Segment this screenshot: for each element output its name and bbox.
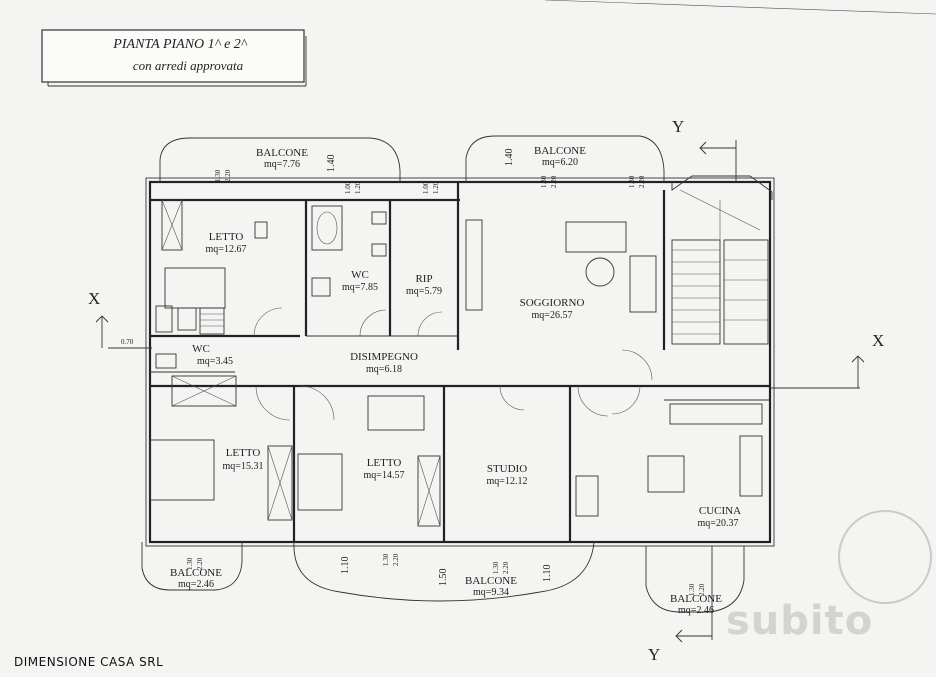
room-name: BALCONE [256, 147, 308, 159]
room-area: mq=12.67 [206, 244, 247, 255]
dimension-label: 2.20 [698, 583, 706, 596]
shower-tray [199, 307, 225, 335]
dimension-label: 1.30 [214, 169, 222, 182]
dimension-label: 0.70 [121, 338, 134, 346]
title-block: PIANTA PIANO 1^ e 2^ con arredi approvat… [41, 29, 307, 87]
armchair [629, 255, 657, 313]
dimension-label: 1.30 [492, 561, 500, 574]
dimension-label: 1.00 [422, 181, 430, 194]
dimension-label: 1.30 [382, 553, 390, 566]
toilet [371, 243, 387, 257]
axis-x-left: X [88, 289, 100, 308]
balcony-bottom-center [293, 541, 595, 602]
company-name: DIMENSIONE CASA SRL [14, 655, 164, 669]
subito-watermark: subito [726, 598, 874, 644]
room-area: mq=15.31 [223, 461, 264, 472]
room-area: mq=9.34 [473, 587, 509, 598]
dimension-label: 2.20 [196, 557, 204, 570]
outer-walls [145, 177, 775, 547]
title-box [41, 29, 305, 83]
room-name: BALCONE [670, 593, 722, 605]
dimension-label: 2.20 [502, 561, 510, 574]
balcony-bottom-left [141, 542, 243, 591]
dimension-label: 1.20 [432, 181, 440, 194]
dimension-label: 1.20 [354, 181, 362, 194]
room-area: mq=6.20 [542, 157, 578, 168]
bathtub [311, 205, 343, 251]
shower [311, 277, 331, 297]
staircase [671, 189, 769, 345]
dimension-label: 1.00 [344, 181, 352, 194]
title-line-2: con arredi approvata [133, 58, 244, 73]
room-name: LETTO [209, 231, 244, 243]
room-area: mq=5.79 [406, 286, 442, 297]
interior-walls [150, 182, 770, 542]
axis-x-right: X [872, 331, 884, 350]
kitchen-counter [739, 435, 763, 497]
balcony-top-left [159, 137, 401, 182]
dining-table [647, 455, 685, 493]
dimension-label: 1.30 [540, 175, 548, 188]
room-area: mq=3.45 [197, 356, 233, 367]
dimension-label: 1.30 [628, 175, 636, 188]
sink [371, 211, 387, 225]
room-area: mq=7.76 [264, 159, 300, 170]
section-axes: X X Y Y [88, 117, 884, 664]
dimension-label: 2.20 [550, 175, 558, 188]
sofa [565, 221, 627, 253]
room-area: mq=20.37 [698, 518, 739, 529]
room-name: DISIMPEGNO [350, 351, 418, 363]
room-area: mq=14.57 [364, 470, 405, 481]
dimension-label: 2.20 [224, 169, 232, 182]
dimension-label: 2.20 [638, 175, 646, 188]
bed [164, 267, 226, 309]
title-line-1: PIANTA PIANO 1^ e 2^ [112, 37, 247, 52]
page-edge-line [544, 0, 936, 15]
room-area: mq=2.46 [178, 579, 214, 590]
room-name: WC [351, 269, 369, 281]
room-name: WC [192, 343, 210, 355]
balcony-bottom-right [645, 546, 745, 613]
chair [254, 221, 268, 239]
balcony-top-right [465, 135, 665, 182]
wardrobe [161, 199, 183, 251]
approval-stamp [838, 510, 932, 604]
room-name: SOGGIORNO [520, 297, 585, 309]
dimension-label: 1.30 [186, 557, 194, 570]
room-area: mq=12.12 [487, 476, 528, 487]
room-area: mq=6.18 [366, 364, 402, 375]
dimension-labels: 1.40 1.40 0.70 1.10 1.50 1.10 1.30 2.20 … [121, 149, 706, 597]
room-name: BALCONE [534, 145, 586, 157]
dimension-label: 1.50 [438, 569, 449, 587]
room-area: mq=2.46 [678, 605, 714, 616]
axis-y-bottom: Y [648, 645, 660, 664]
dimension-label: 1.40 [326, 155, 337, 173]
dimension-label: 1.10 [340, 557, 351, 575]
dimension-label: 1.40 [504, 149, 515, 167]
room-labels: BALCONE mq=7.76 BALCONE mq=6.20 LETTO mq… [170, 145, 741, 616]
stair-bay [671, 175, 773, 200]
room-name: RIP [415, 273, 432, 285]
room-area: mq=26.57 [532, 310, 573, 321]
coffee-table [585, 257, 615, 287]
room-name: LETTO [367, 457, 402, 469]
dimension-label: 2.20 [392, 553, 400, 566]
room-name: CUCINA [699, 505, 741, 517]
axis-y-top: Y [672, 117, 684, 136]
room-name: BALCONE [465, 575, 517, 587]
furniture [149, 199, 763, 527]
room-name: STUDIO [487, 463, 527, 475]
room-name: LETTO [226, 447, 261, 459]
sideboard [465, 219, 483, 311]
dimension-label: 1.30 [688, 583, 696, 596]
doors [253, 307, 653, 421]
dimension-label: 1.10 [542, 565, 553, 583]
room-area: mq=7.85 [342, 282, 378, 293]
room-name: BALCONE [170, 567, 222, 579]
